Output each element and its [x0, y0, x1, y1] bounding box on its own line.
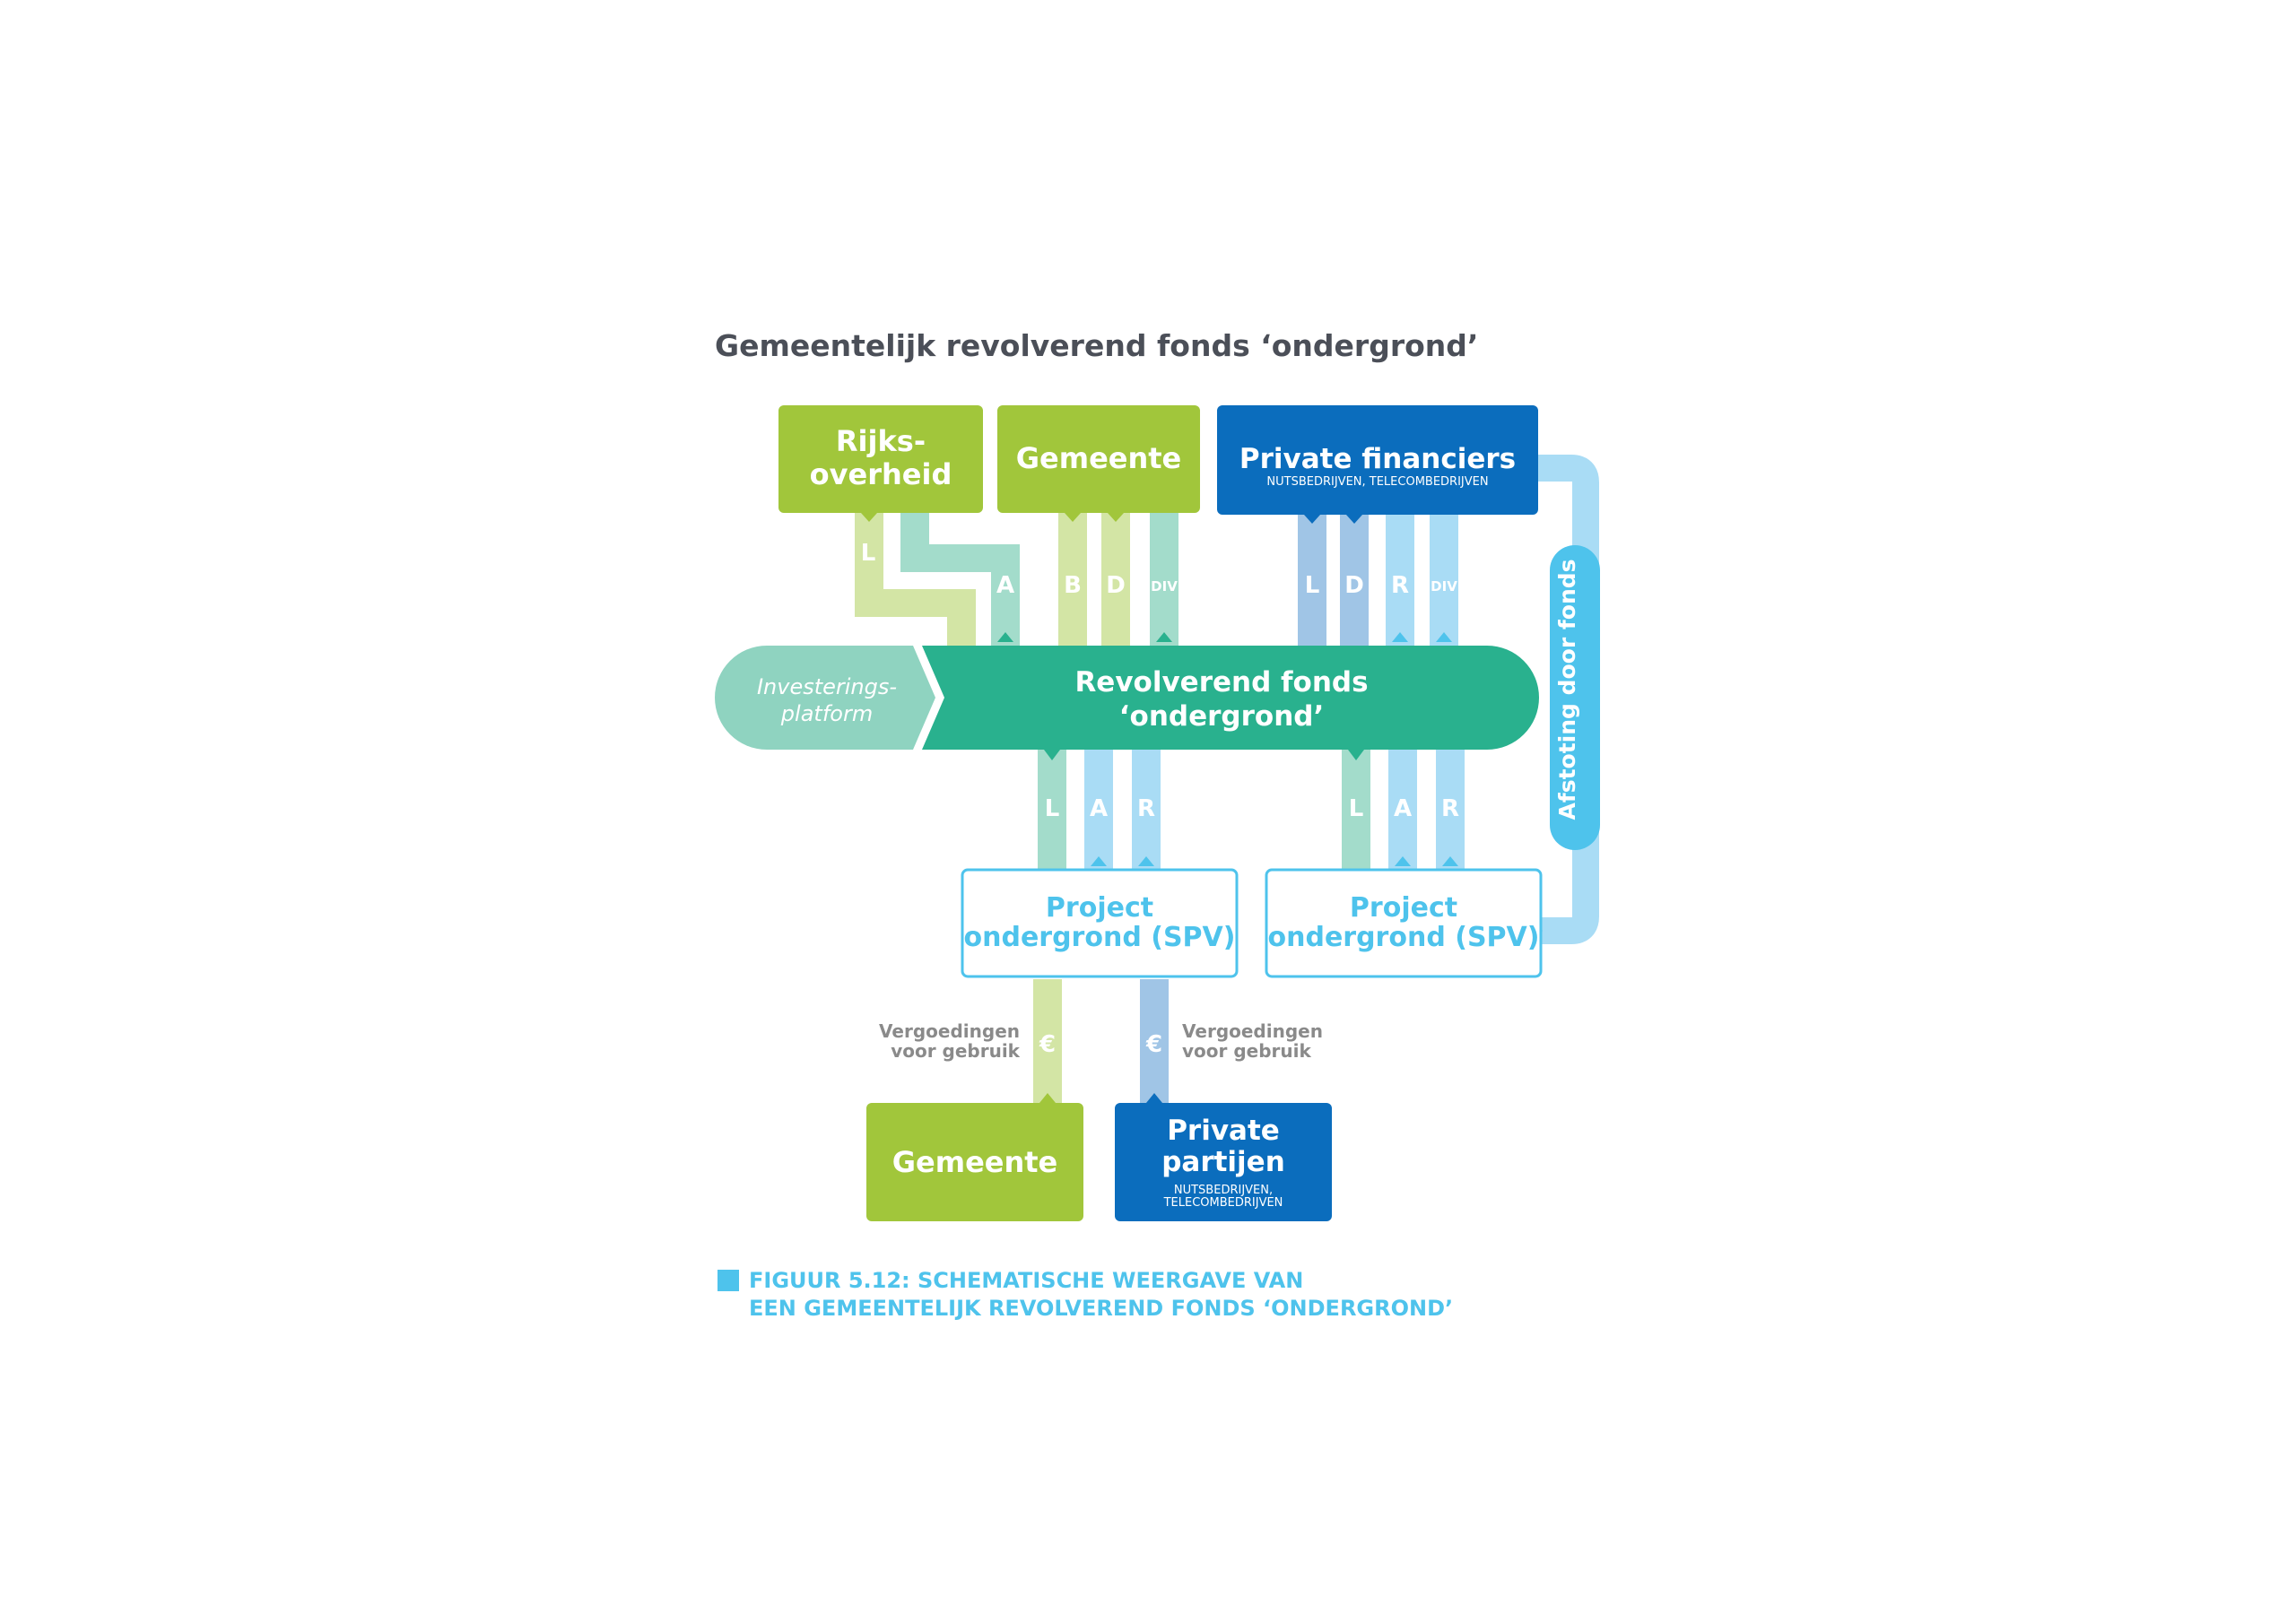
fee-right-line1: Vergoedingen [1182, 1020, 1323, 1042]
arrow-priv-d [1346, 515, 1362, 524]
box-gemeente-bottom [866, 1103, 1083, 1221]
spv-right-line2: ondergrond (SPV) [1268, 922, 1540, 953]
box-private-financiers [1217, 405, 1538, 515]
box-private-partijen-line1: Private [1167, 1115, 1280, 1147]
box-rijksoverheid-line2: overheid [810, 457, 952, 491]
arrow-priv-l [1304, 515, 1320, 524]
spv-left-line2: ondergrond (SPV) [964, 922, 1236, 953]
fee-left-symbol: € [1039, 1031, 1056, 1058]
afstoting-pill [1550, 545, 1600, 850]
band-mid-left-r [1132, 750, 1161, 869]
band-priv-div-label: DIV [1431, 578, 1457, 595]
band-priv-d [1340, 509, 1369, 646]
arrow-mid-right-a [1395, 856, 1411, 866]
band-priv-l-label: L [1305, 572, 1320, 599]
band-gem-b-label: B [1064, 572, 1082, 599]
arrow-gem-b [1065, 513, 1081, 522]
band-rijk-l [855, 509, 976, 646]
fee-right-line2: voor gebruik [1182, 1040, 1311, 1062]
box-private-financiers-label: Private financiers [1239, 443, 1516, 475]
box-private-financiers-sublabel: NUTSBEDRIJVEN, TELECOMBEDRIJVEN [1266, 475, 1488, 489]
caption-marker [718, 1270, 739, 1291]
fee-left-line2: voor gebruik [891, 1040, 1020, 1062]
arrow-fee-left [1039, 1093, 1056, 1103]
fund-line1: Revolverend fonds [1074, 666, 1368, 699]
band-mid-right-a-label: A [1394, 795, 1412, 822]
band-mid-left-a [1084, 750, 1113, 869]
band-mid-right-a [1388, 750, 1417, 869]
arrow-priv-r [1392, 632, 1408, 642]
investeringsplatform-shape [715, 646, 935, 750]
caption-line1: FIGUUR 5.12: SCHEMATISCHE WEERGAVE VAN [749, 1268, 1303, 1293]
band-priv-d-label: D [1344, 572, 1364, 599]
band-rijk-a [900, 509, 1020, 646]
arrow-priv-div [1436, 632, 1452, 642]
arrow-mid-left-r [1138, 856, 1154, 866]
band-mid-left-l [1038, 750, 1066, 869]
band-mid-right-l-label: L [1349, 795, 1364, 822]
box-private-partijen [1115, 1103, 1332, 1221]
box-rijksoverheid-line1: Rijks- [836, 424, 926, 458]
spv-left-line1: Project [1046, 892, 1153, 924]
band-gem-div-label: DIV [1151, 578, 1178, 595]
arrow-gem-d [1108, 513, 1124, 522]
band-fee-left [1033, 979, 1062, 1105]
band-priv-l [1298, 509, 1326, 646]
investeringsplatform-line2: platform [780, 701, 873, 726]
band-mid-left-l-label: L [1045, 795, 1060, 822]
band-mid-left-r-label: R [1137, 795, 1155, 822]
diagram-title: Gemeentelijk revolverend fonds ‘ondergro… [715, 328, 1478, 363]
fund-line2: ‘ondergrond’ [1119, 700, 1324, 733]
spv-right-line1: Project [1350, 892, 1457, 924]
band-rijk-l-label: L [861, 540, 876, 567]
band-mid-right-r-label: R [1441, 795, 1459, 822]
band-priv-div [1430, 509, 1458, 646]
band-gem-b [1058, 509, 1087, 646]
caption-line2: EEN GEMEENTELIJK REVOLVEREND FONDS ‘ONDE… [749, 1296, 1453, 1321]
afstoting-label: Afstoting door fonds [1554, 559, 1580, 820]
arrow-rijk-a [997, 632, 1013, 642]
arrow-gem-div [1156, 632, 1172, 642]
investeringsplatform-line1: Investerings- [757, 674, 897, 699]
band-mid-left-a-label: A [1090, 795, 1108, 822]
spv-box-right [1265, 868, 1543, 978]
band-fee-right [1140, 979, 1169, 1105]
revolverend-fonds-shape [922, 646, 1539, 750]
box-private-partijen-line2: partijen [1161, 1146, 1285, 1178]
band-gem-d-label: D [1106, 572, 1126, 599]
arrow-fee-right [1146, 1093, 1162, 1103]
band-rijk-a-label: A [996, 572, 1014, 599]
arrow-mid-left-a [1091, 856, 1107, 866]
arrow-mid-right-r [1442, 856, 1458, 866]
band-mid-right-l [1342, 750, 1370, 869]
arrow-mid-right-l [1348, 750, 1364, 760]
band-gem-d [1101, 509, 1130, 646]
box-gemeente-bottom-label: Gemeente [892, 1145, 1058, 1179]
fee-right-symbol: € [1145, 1031, 1162, 1058]
arrow-mid-left-l [1044, 750, 1060, 760]
band-priv-r [1386, 509, 1414, 646]
spv-box-left [961, 868, 1239, 978]
box-private-partijen-sub2: TELECOMBEDRIJVEN [1163, 1196, 1283, 1210]
fee-left-line1: Vergoedingen [879, 1020, 1020, 1042]
box-gemeente-top [997, 405, 1200, 513]
band-gem-div [1150, 509, 1178, 646]
arrow-rijk-l [861, 513, 877, 522]
band-priv-r-label: R [1391, 572, 1409, 599]
box-gemeente-top-label: Gemeente [1016, 441, 1182, 475]
box-private-partijen-sub1: NUTSBEDRIJVEN, [1174, 1184, 1273, 1197]
band-mid-right-r [1436, 750, 1465, 869]
box-rijksoverheid [778, 405, 983, 513]
